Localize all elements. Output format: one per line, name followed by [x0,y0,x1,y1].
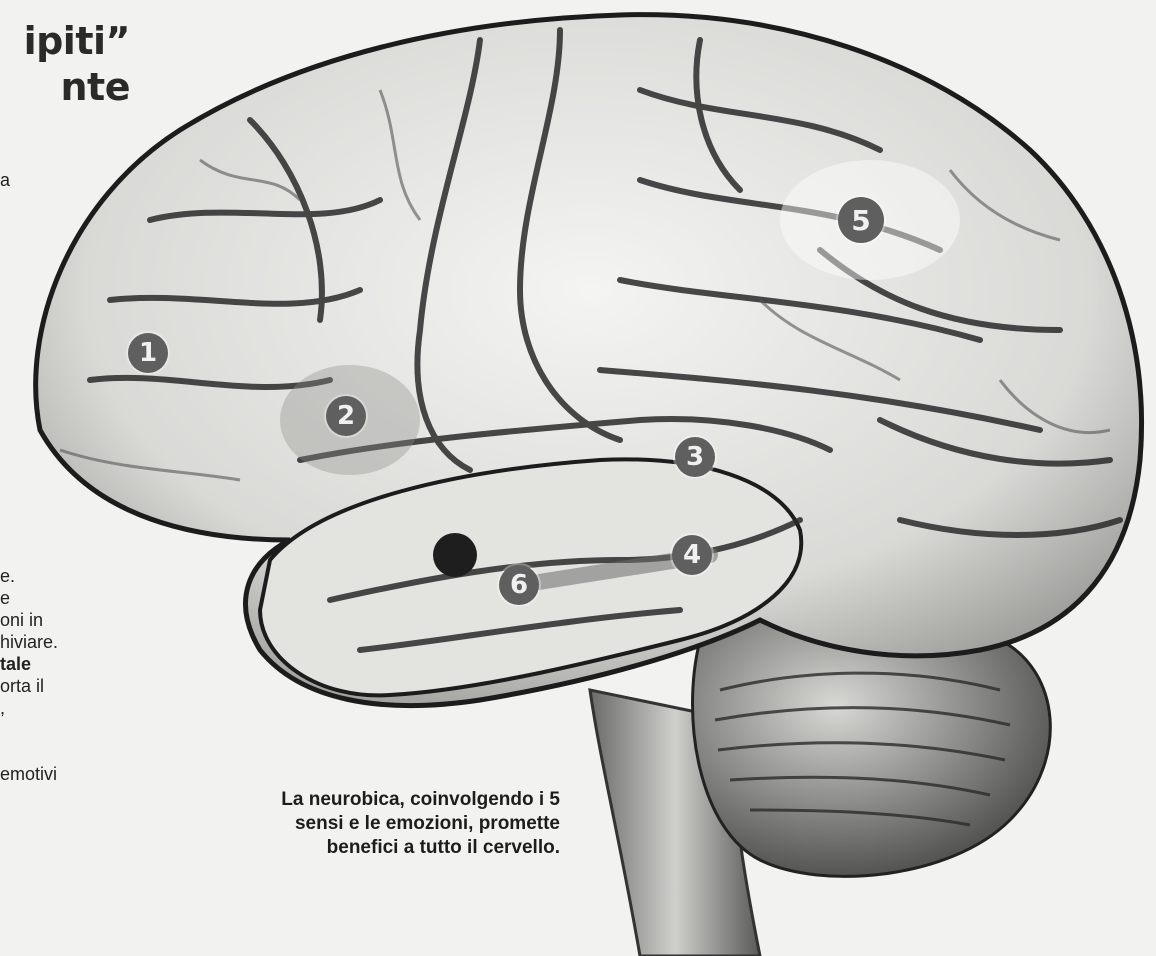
left-text-line [0,719,140,741]
left-text-line-bold: tale [0,653,140,675]
marker-4: 4 [672,535,712,575]
left-text-line: hiviare. [0,631,140,653]
marker-5: 5 [838,197,884,243]
marker-2: 2 [326,396,366,436]
left-column-text: e. e oni in hiviare. tale orta il , emot… [0,565,140,785]
marker-3: 3 [675,437,715,477]
caption-line-1: La neurobica, coinvolgendo i 5 [165,788,560,812]
marker-1: 1 [128,333,168,373]
left-text-line: e [0,587,140,609]
left-text-line: e. [0,565,140,587]
left-text-line: emotivi [0,763,140,785]
left-text-line [0,741,140,763]
marker-6: 6 [499,565,539,605]
left-text-line: oni in [0,609,140,631]
left-text-line: orta il [0,675,140,697]
caption-line-3: benefici a tutto il cervello. [165,836,560,860]
left-text-line: , [0,697,140,719]
figure-caption: La neurobica, coinvolgendo i 5 sensi e l… [165,788,560,860]
caption-line-2: sensi e le emozioni, promette [165,812,560,836]
